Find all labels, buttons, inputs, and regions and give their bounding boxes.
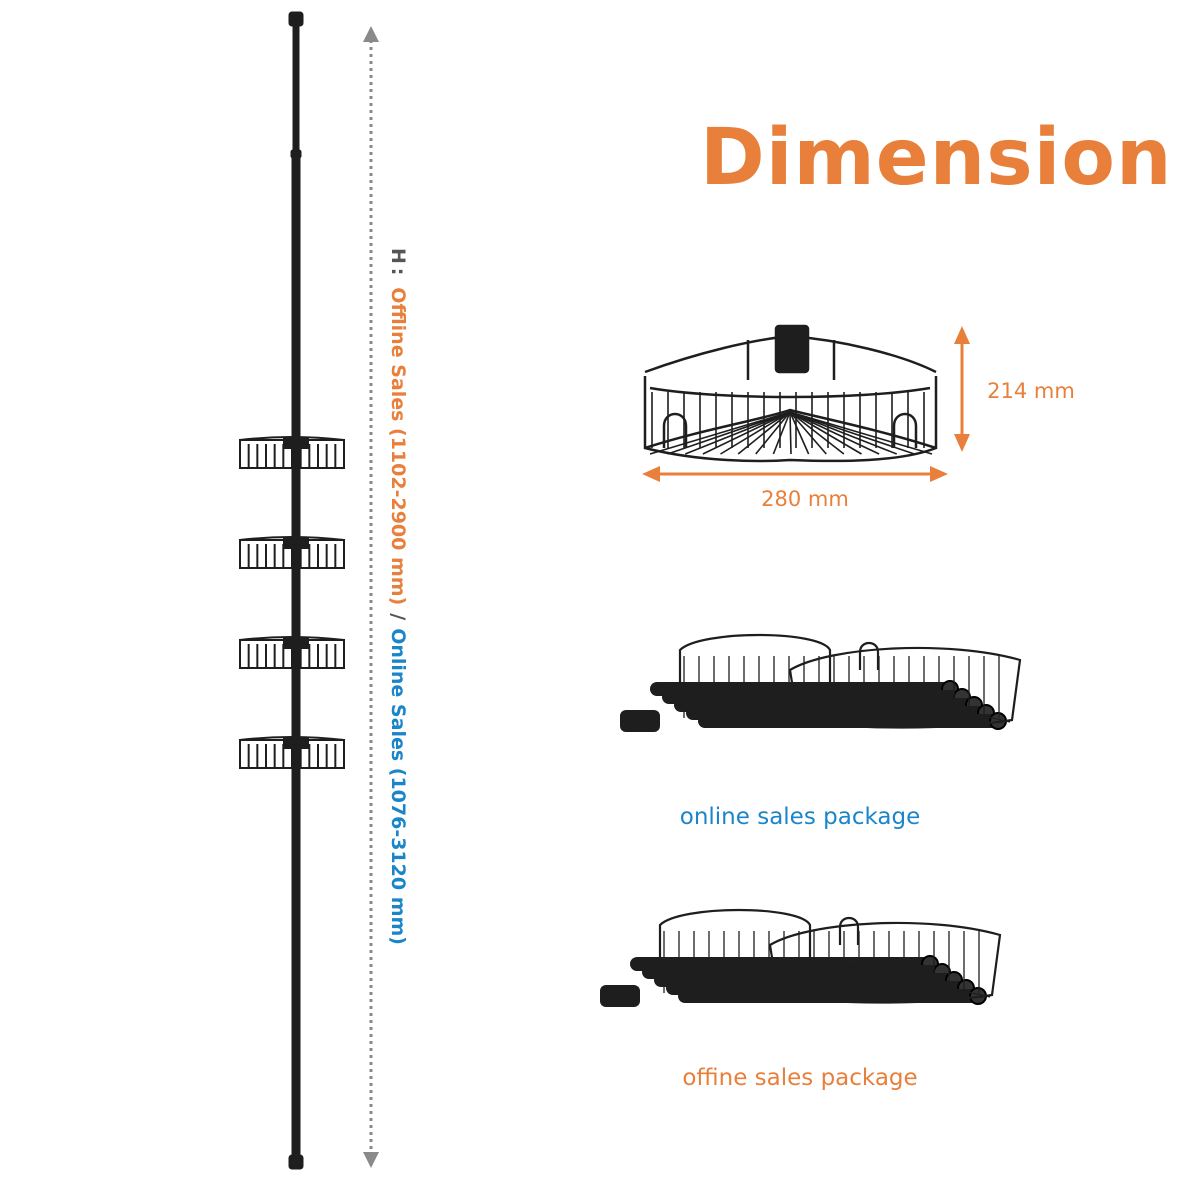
online-package-caption: online sales package [679, 804, 921, 830]
basket-spoke [789, 411, 792, 455]
height-range-label: H : Offline Sales (1102-2900 mm) / Online S… [372, 248, 424, 958]
package-basket-spoke [869, 689, 1011, 723]
pole-basket [239, 436, 345, 469]
basket-floor [644, 408, 937, 450]
pole-basket [239, 636, 345, 669]
package-basket-spoke [849, 964, 911, 998]
pole-baskets [239, 436, 345, 769]
package-basket-hook [838, 916, 860, 945]
basket-spokes [649, 392, 933, 455]
offline-sales-range: Offline Sales (1102-2900 mm) [387, 287, 409, 606]
height-indicator [363, 26, 379, 1168]
height-dimension-arrow [954, 326, 970, 452]
package-basket-spoke [849, 689, 871, 723]
package-basket-spoke [869, 689, 891, 723]
height-key: H : [387, 248, 409, 276]
package-basket-spoke [869, 689, 951, 723]
offline-package-illustration [600, 908, 1002, 1007]
package-basket-spoke [849, 964, 971, 998]
pole-joint [290, 149, 302, 159]
pole-basket-clamp [283, 437, 309, 449]
package-basket-spoke [849, 964, 871, 998]
basket-spoke [755, 411, 791, 455]
package-basket-spoke [829, 689, 871, 723]
package-basket-right [788, 646, 1022, 729]
pole-bottom-cap [288, 1154, 304, 1170]
basket-spoke [667, 411, 791, 455]
package-basket-spoke [849, 964, 991, 998]
basket-mid-rim [649, 386, 931, 399]
package-basket-left [658, 908, 812, 974]
corner-basket-detail [643, 324, 938, 463]
width-dimension-arrow [642, 466, 948, 482]
pole-upper-segment [292, 25, 300, 155]
pole-basket-clamp [283, 537, 309, 549]
basket-height-label: 214 mm [987, 379, 1075, 403]
basket-spoke [772, 411, 791, 455]
pole-basket-clamp [283, 637, 309, 649]
range-separator: / [387, 613, 409, 621]
basket-spoke [702, 411, 791, 455]
pole-basket [239, 736, 345, 769]
package-basket-spoke [869, 689, 911, 723]
height-arrow-bottom [363, 1152, 379, 1168]
package-basket-left [678, 633, 832, 699]
package-basket-spoke [869, 689, 971, 723]
height-arrow-top [363, 26, 379, 42]
package-rod-cap [620, 710, 660, 732]
basket-body-outline [643, 376, 938, 463]
package-rod [698, 714, 998, 728]
basket-spoke [789, 411, 915, 455]
package-basket-spoke [809, 964, 851, 998]
basket-spoke [649, 411, 791, 455]
package-basket-spoke [829, 964, 851, 998]
package-basket-spoke [869, 689, 931, 723]
package-rod-cap [600, 985, 640, 1007]
basket-hook-left [662, 412, 688, 448]
basket-hook-right [892, 412, 918, 448]
offline-package-caption: offine sales package [682, 1065, 918, 1091]
pole-basket [239, 536, 345, 569]
package-basket-hook [858, 641, 880, 670]
basket-spoke [789, 411, 845, 455]
package-basket-spoke [849, 964, 951, 998]
package-basket-right [768, 921, 1002, 1004]
package-basket-spoke [789, 964, 851, 998]
online-sales-range: Online Sales (1076-3120 mm) [387, 628, 409, 945]
basket-spoke [684, 411, 791, 455]
tension-pole [288, 11, 304, 1170]
pole-basket-clamp [283, 737, 309, 749]
package-basket-spoke [849, 964, 891, 998]
package-basket-spoke [869, 689, 991, 723]
pole-lower-segment [291, 157, 301, 1157]
basket-spoke [789, 411, 810, 455]
basket-spoke [789, 411, 880, 455]
basket-width-label: 280 mm [761, 487, 849, 511]
package-basket-spoke [809, 689, 871, 723]
basket-pole-clamp [774, 324, 810, 374]
package-basket-spoke [849, 964, 931, 998]
pole-top-cap [288, 11, 304, 27]
basket-spoke [789, 411, 862, 455]
page-title: Dimension [700, 113, 1173, 203]
package-rod [678, 989, 978, 1003]
online-package-illustration [620, 633, 1022, 732]
